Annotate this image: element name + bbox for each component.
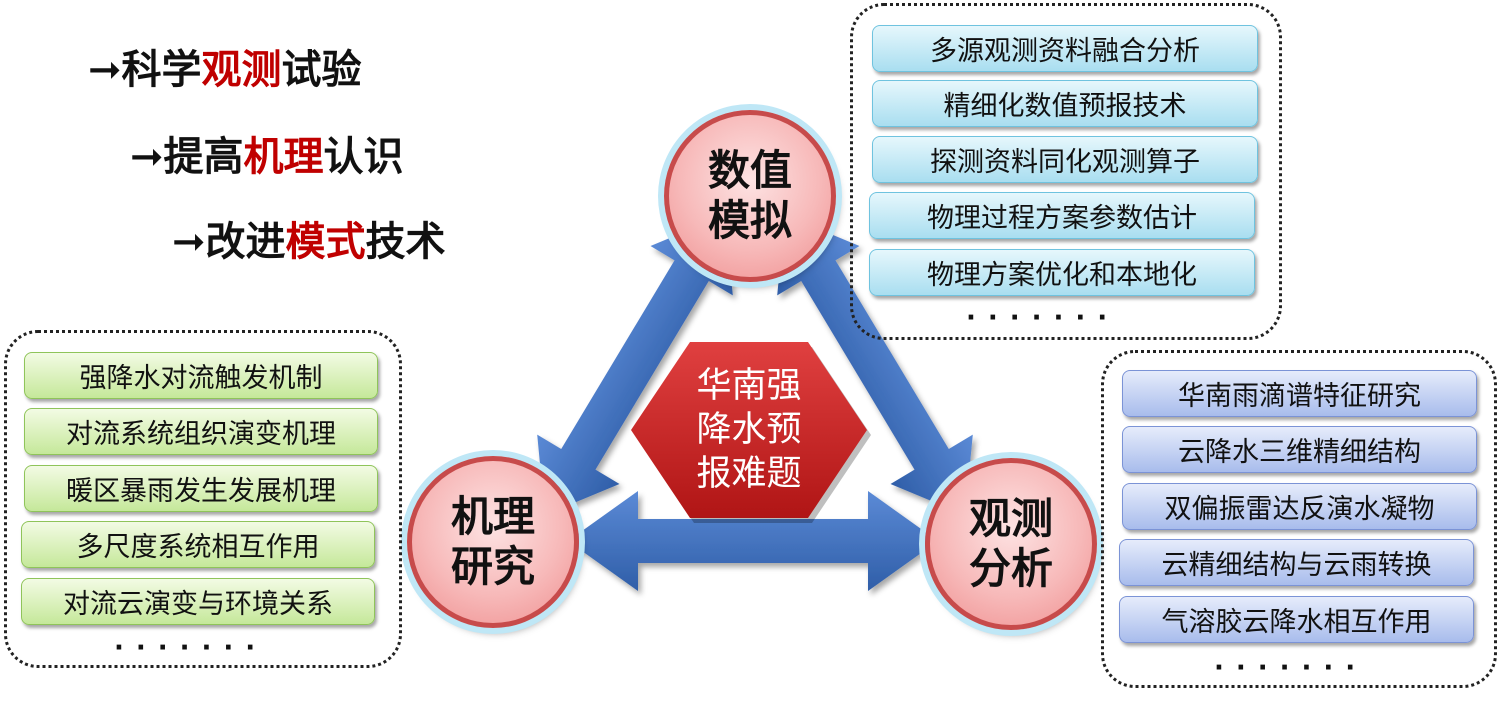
headline-1: ➞科学观测试验 bbox=[88, 47, 362, 93]
mechanism-item: 暖区暴雨发生发展机理 bbox=[24, 465, 378, 512]
numerical-item: 物理方案优化和本地化 bbox=[869, 249, 1255, 296]
observation-item: 双偏振雷达反演水凝物 bbox=[1122, 483, 1477, 530]
ellipsis: ······· bbox=[114, 633, 268, 663]
node-numerical-simulation: 数值 模拟 bbox=[664, 110, 836, 282]
observation-item: 华南雨滴谱特征研究 bbox=[1122, 370, 1477, 417]
mechanism-item: 对流系统组织演变机理 bbox=[24, 408, 378, 455]
arrow-right-icon: ➞ bbox=[88, 47, 122, 93]
observation-item: 云精细结构与云雨转换 bbox=[1119, 539, 1474, 586]
numerical-item: 多源观测资料融合分析 bbox=[872, 25, 1258, 72]
arrow-right-icon: ➞ bbox=[130, 134, 164, 180]
mechanism-item: 多尺度系统相互作用 bbox=[21, 521, 375, 568]
mechanism-item: 强降水对流触发机制 bbox=[24, 352, 378, 399]
arrow-mechanism-numerical bbox=[537, 214, 733, 516]
numerical-item: 精细化数值预报技术 bbox=[872, 80, 1258, 127]
headline-2: ➞提高机理认识 bbox=[130, 134, 404, 180]
node-mechanism-research: 机理 研究 bbox=[407, 456, 579, 628]
group-mechanism bbox=[4, 330, 402, 668]
node-observation-analysis: 观测 分析 bbox=[925, 458, 1097, 630]
headline-3: ➞改进模式技术 bbox=[172, 219, 446, 265]
group-numerical bbox=[850, 3, 1282, 340]
ellipsis: ······· bbox=[966, 303, 1120, 333]
group-observation bbox=[1101, 350, 1497, 688]
observation-item: 云降水三维精细结构 bbox=[1122, 426, 1477, 473]
ellipsis: ······· bbox=[1214, 653, 1368, 683]
mechanism-item: 对流云演变与环境关系 bbox=[21, 578, 375, 625]
numerical-item: 探测资料同化观测算子 bbox=[872, 136, 1258, 183]
arrow-right-icon: ➞ bbox=[172, 219, 206, 265]
observation-item: 气溶胶云降水相互作用 bbox=[1119, 596, 1474, 643]
arrow-mechanism-observation bbox=[568, 491, 938, 591]
arrow-numerical-observation bbox=[777, 214, 973, 516]
numerical-item: 物理过程方案参数估计 bbox=[869, 192, 1255, 239]
